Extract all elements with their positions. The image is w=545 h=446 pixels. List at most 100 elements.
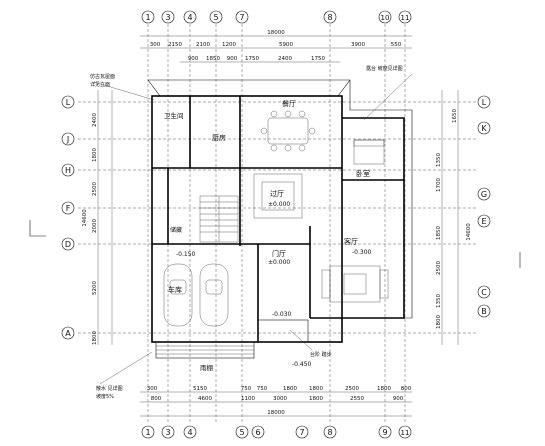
dimension-total: 14600 xyxy=(466,223,472,241)
hall-square xyxy=(253,173,303,219)
dimension: 300 xyxy=(150,42,161,48)
dimension: 1800 xyxy=(92,148,98,162)
dimension: 2000 xyxy=(92,219,98,233)
note-roof-detail: 详见立面 xyxy=(90,81,110,88)
room-porch: 雨棚 xyxy=(200,363,214,372)
axis-label: 6 xyxy=(255,428,260,437)
dimension: 800 xyxy=(401,386,412,392)
level-garage: -0.150 xyxy=(176,251,196,258)
axis-label: 7 xyxy=(239,13,244,22)
dimension: 750 xyxy=(257,386,268,392)
room-kitchen: 厨房 xyxy=(212,133,226,142)
room-foyer: 过厅 xyxy=(270,189,284,198)
room-hall: 门厅 xyxy=(272,249,286,258)
room-toilet: 卫生间 xyxy=(164,111,184,120)
axis-label: 1 xyxy=(145,428,150,437)
dimension: 4600 xyxy=(198,396,212,402)
axis-label: K xyxy=(481,124,487,133)
dimension: 1750 xyxy=(245,56,259,62)
left-dimensions: 2400 1800 2500 2000 5200 1800 14600 xyxy=(82,90,113,345)
axis-grid xyxy=(78,24,478,424)
level-ext: -0.450 xyxy=(292,361,312,368)
axis-label: 3 xyxy=(165,428,170,437)
axis-label: 4 xyxy=(187,428,192,437)
axis-label: 1 xyxy=(145,13,150,22)
dimension-total: 18000 xyxy=(267,410,285,416)
bottom-axis-bubbles: 1 3 4 5 6 7 8 9 11 xyxy=(141,425,412,439)
axis-label: A xyxy=(65,329,71,338)
dimension: 2100 xyxy=(196,42,210,48)
axis-label: 11 xyxy=(401,429,410,437)
dimension: 1350 xyxy=(436,153,442,167)
note-apron: 散水 见详图 xyxy=(96,385,123,392)
axis-label: 5 xyxy=(213,13,218,22)
dimension: 1800 xyxy=(92,331,98,345)
axis-label: F xyxy=(66,204,71,213)
top-dimensions: 18000 300 2150 2100 1200 5900 3900 550 9… xyxy=(140,30,412,63)
dimension: 1800 xyxy=(377,386,391,392)
dimension: 1800 xyxy=(436,315,442,329)
axis-label: D xyxy=(65,240,71,249)
axis-label: 9 xyxy=(382,428,387,437)
dimension: 900 xyxy=(393,396,404,402)
bottom-dimensions: 300 5150 750 750 1800 1800 2500 1800 800… xyxy=(140,386,412,417)
dimension: 900 xyxy=(188,56,199,62)
dimension: 750 xyxy=(241,386,252,392)
dimension: 900 xyxy=(227,56,238,62)
dining-table xyxy=(260,110,316,152)
axis-label: 8 xyxy=(327,13,332,22)
note-roof: 仿古瓦屋面 xyxy=(90,73,115,80)
top-axis-bubbles: 1 3 4 5 7 8 10 11 xyxy=(141,10,412,24)
axis-label: 4 xyxy=(187,13,192,22)
axis-label: 8 xyxy=(327,428,332,437)
dimension: 2500 xyxy=(345,386,359,392)
dimension-total: 14600 xyxy=(82,209,88,227)
dimension: 3900 xyxy=(351,42,365,48)
room-living: 客厅 xyxy=(344,237,358,246)
dimension: 1850 xyxy=(436,226,442,240)
sofa-set xyxy=(321,265,389,303)
axis-label: C xyxy=(481,288,487,297)
dimension: 800 xyxy=(151,396,162,402)
crop-marks xyxy=(29,220,521,268)
dimension: 3000 xyxy=(273,396,287,402)
room-storage: 储藏 xyxy=(170,226,182,234)
note-terrace: 露台 坡度见详图 xyxy=(366,65,403,72)
note-slope: 坡度5% xyxy=(96,393,114,400)
room-bedroom: 卧室 xyxy=(356,169,370,178)
garage-cars xyxy=(163,263,229,327)
dimension: 1750 xyxy=(311,56,325,62)
dimension: 2400 xyxy=(278,56,292,62)
level-hall: ±0.000 xyxy=(268,259,290,266)
axis-label: E xyxy=(481,217,486,226)
axis-label: B xyxy=(481,307,487,316)
dimension: 1350 xyxy=(436,294,442,308)
annotations: 仿古瓦屋面 详见立面 露台 坡度见详图 台阶 踏步 散水 见详图 坡度5% xyxy=(90,65,413,400)
axis-label: 5 xyxy=(239,428,244,437)
roof-outline xyxy=(147,79,413,319)
dimension: 1800 xyxy=(283,386,297,392)
axis-label: 7 xyxy=(299,428,304,437)
dimension: 1700 xyxy=(436,178,442,192)
level-entrance: -0.030 xyxy=(272,311,292,318)
staircase xyxy=(199,195,239,243)
level-living: -0.300 xyxy=(352,249,372,256)
level-marks: -0.150 ±0.000 -0.300 -0.030 -0.450 ±0.00… xyxy=(176,201,372,368)
axis-label: H xyxy=(65,166,71,175)
room-labels: 餐厅 厨房 卧室 门厅 客厅 车库 过厅 卫生间 雨棚 储藏 xyxy=(164,99,370,372)
dimension: 2500 xyxy=(436,261,442,275)
dimension: 1800 xyxy=(309,396,323,402)
left-axis-bubbles: L J H F D A xyxy=(61,95,75,340)
front-steps xyxy=(155,319,309,359)
dimension: 1200 xyxy=(222,42,236,48)
room-dining: 餐厅 xyxy=(282,99,296,108)
dimension: 2500 xyxy=(92,182,98,196)
dimension: 1800 xyxy=(309,386,323,392)
dimension: 2400 xyxy=(92,113,98,127)
dimension: 550 xyxy=(391,42,402,48)
right-axis-bubbles: L K G E C B xyxy=(477,95,491,318)
bed xyxy=(353,139,385,165)
axis-label: L xyxy=(482,98,487,107)
axis-label: G xyxy=(481,190,487,199)
